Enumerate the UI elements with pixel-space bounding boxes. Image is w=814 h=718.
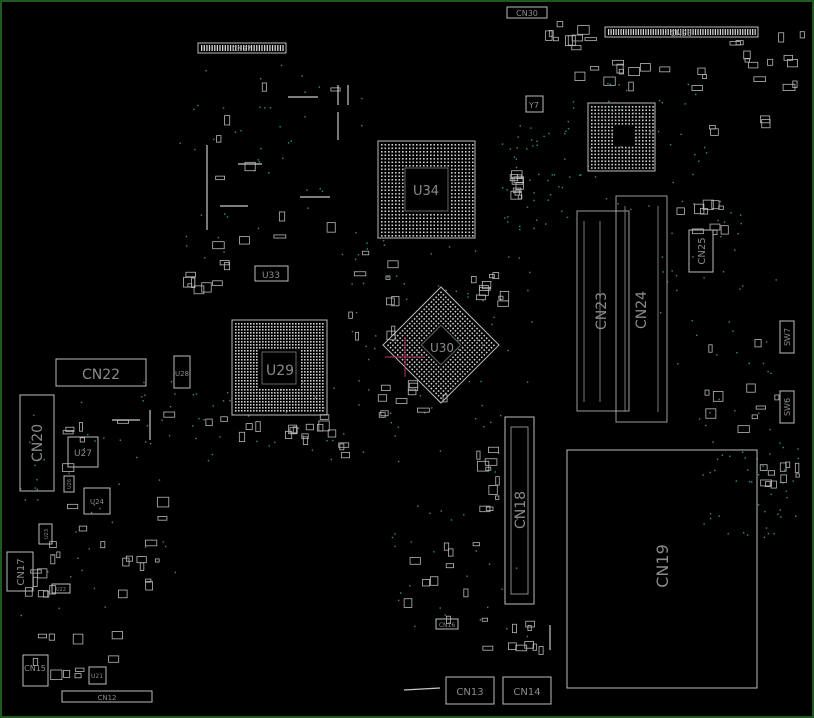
switch-sw6 [779, 390, 795, 424]
chip-u26 [63, 475, 75, 493]
u29-ball-grid [235, 323, 324, 412]
label-cn22: CN22 [82, 367, 120, 383]
chip-u29 [231, 319, 328, 416]
label-cn28: CN28 [670, 29, 692, 38]
label-cn18: CN18 [513, 491, 529, 529]
connector-cn13 [445, 676, 495, 705]
label-u29: U29 [266, 363, 294, 379]
u34-die [404, 167, 449, 212]
chip-u24 [83, 487, 111, 515]
label-sw7: SW7 [783, 328, 792, 346]
label-cn19: CN19 [653, 544, 672, 588]
connector-cn28 [604, 26, 759, 38]
label-u21: U21 [91, 673, 103, 680]
chip-u21 [88, 666, 107, 685]
connector-cn18 [504, 416, 535, 605]
chip-u22 [51, 583, 71, 594]
switch-sw7 [779, 320, 795, 354]
label-u27: U27 [74, 449, 92, 459]
label-u34: U34 [413, 184, 439, 199]
connector-cn19 [566, 449, 758, 689]
label-cn13: CN13 [456, 687, 483, 698]
u29-die [261, 351, 297, 385]
crystal-y7 [525, 95, 544, 113]
label-cn14: CN14 [513, 687, 540, 698]
label-u30: U30 [430, 341, 454, 355]
label-u22: U22 [56, 587, 66, 593]
label-cn23: CN23 [594, 292, 610, 330]
label-u26: U26 [67, 479, 73, 489]
connector-cn22 [55, 358, 147, 387]
cn18-inner [510, 426, 529, 595]
label-cn12: CN12 [97, 694, 116, 702]
label-u28: U28 [175, 370, 189, 378]
slot-cn23 [576, 210, 630, 412]
chip-u34 [377, 140, 476, 239]
connector-cn17 [6, 551, 34, 592]
connector-cn30 [506, 6, 548, 19]
chip-u28 [173, 355, 191, 389]
label-cn17: CN17 [16, 558, 27, 585]
chip-u23 [38, 523, 53, 545]
cn27-pins [201, 45, 284, 51]
connector-cn25 [688, 229, 714, 273]
label-cn30: CN30 [516, 9, 538, 18]
label-cn20: CN20 [30, 424, 46, 462]
label-cn27: CN27 [232, 45, 251, 53]
connector-cn27 [197, 42, 287, 54]
label-u33: U33 [262, 271, 280, 281]
label-u24: U24 [90, 498, 105, 506]
u34-ball-grid [381, 144, 474, 237]
origin-marker [385, 337, 425, 377]
label-cn25: CN25 [697, 237, 708, 264]
label-cn16: CN16 [439, 622, 455, 629]
connector-cn15 [22, 654, 49, 687]
label-y7: Y7 [528, 101, 539, 110]
connector-cn20 [19, 394, 55, 492]
label-sw6: SW6 [783, 398, 792, 416]
small-components [24, 21, 805, 691]
connector-cn14 [502, 676, 552, 705]
label-u23: U23 [44, 529, 50, 539]
via-dots [20, 64, 799, 638]
label-cn24: CN24 [634, 291, 650, 329]
top-right-bga-balls [591, 106, 654, 169]
connector-cn16 [435, 618, 459, 630]
connector-cn12 [61, 690, 153, 703]
chip-top-right-bga [587, 102, 656, 172]
slot-cn24 [615, 195, 668, 423]
chip-u27 [67, 436, 99, 468]
chip-u33 [254, 265, 289, 282]
label-cn15: CN15 [24, 664, 46, 673]
cn28-pins [608, 29, 756, 35]
